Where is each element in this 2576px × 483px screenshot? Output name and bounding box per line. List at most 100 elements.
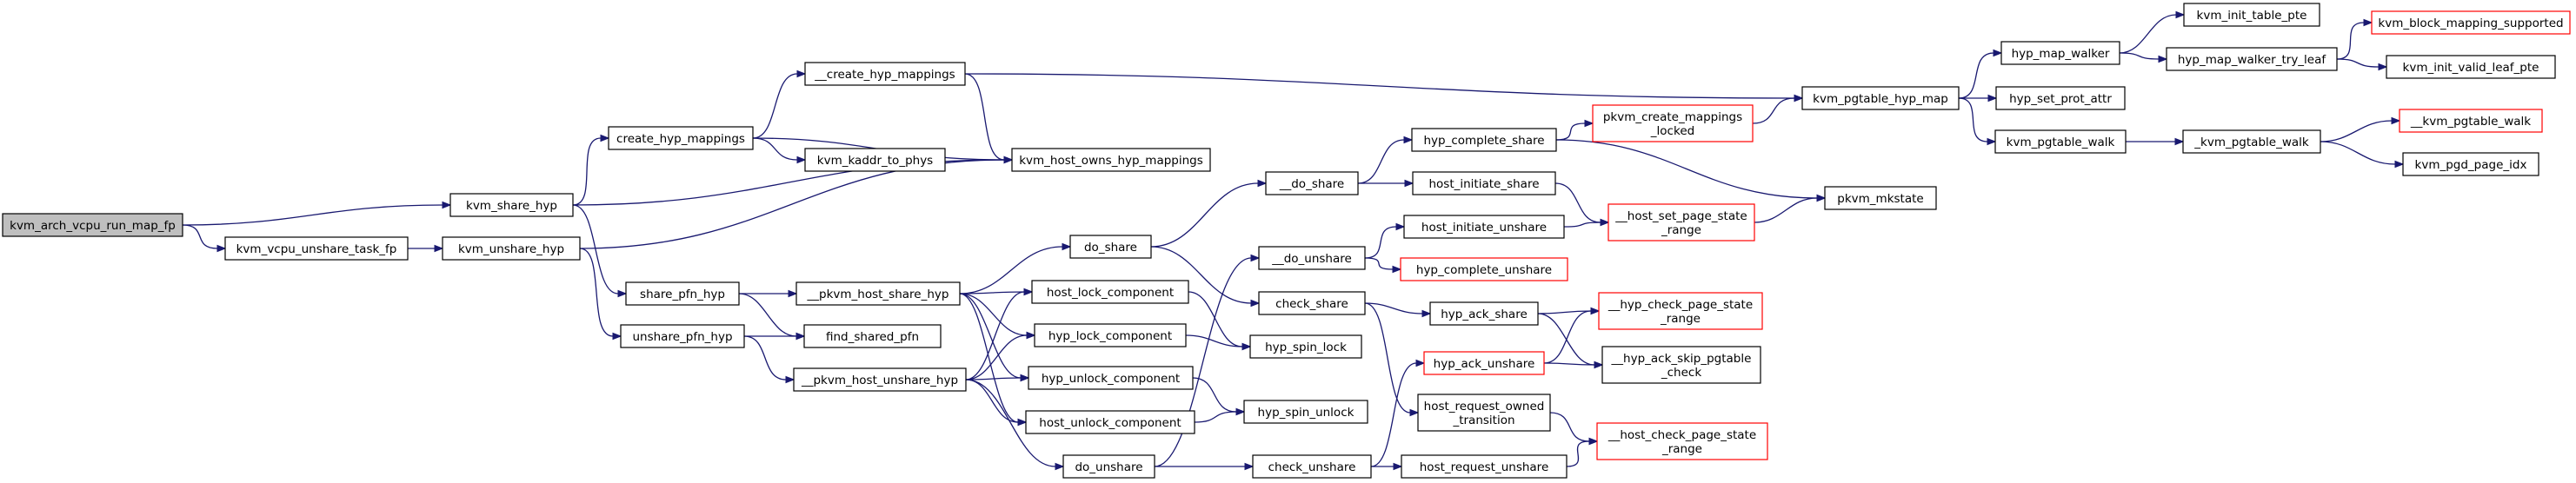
node-label: host_initiate_share [1428, 177, 1539, 191]
node-create-hyp-mappings[interactable]: create_hyp_mappings [608, 126, 754, 150]
node-hyp-set-prot-attr[interactable]: hyp_set_prot_attr [1995, 86, 2126, 110]
node-label: kvm_pgtable_hyp_map [1813, 92, 1948, 106]
edge-line [1754, 197, 1818, 223]
node-box [1258, 246, 1366, 270]
edge-line [1185, 334, 1243, 347]
node-host-initiate-unshare[interactable]: host_initiate_unshare [1403, 215, 1565, 239]
edge-line [2336, 22, 2365, 60]
edge-line [1554, 182, 1601, 223]
node-check-unshare[interactable]: check_unshare [1252, 454, 1372, 479]
node-label: host_initiate_unshare [1421, 221, 1547, 235]
node-box [2371, 10, 2571, 35]
node-do-share[interactable]: do_share [1069, 235, 1152, 259]
node-pkvm-mkstate[interactable]: pkvm_mkstate [1824, 186, 1937, 210]
node-box [1265, 171, 1359, 195]
node-root[interactable]: kvm_arch_vcpu_run_map_fp [2, 213, 183, 237]
node-box [1423, 351, 1545, 375]
edge-arrowhead [1020, 374, 1030, 382]
edge-line [1752, 97, 1795, 124]
node-check-share[interactable]: check_share [1258, 291, 1366, 315]
edge-hyp-complete-share-to-pkvm-create-mappings-locked [1555, 119, 1594, 141]
node-kvm-host-owns-hyp-mappings[interactable]: kvm_host_owns_hyp_mappings [1011, 148, 1211, 172]
node-host-lock-component[interactable]: host_lock_component [1031, 280, 1189, 304]
node-host-request-unshare[interactable]: host_request_unshare [1401, 454, 1568, 479]
node-label: kvm_pgd_page_idx [2415, 158, 2527, 172]
node-hyp-complete-share[interactable]: hyp_complete_share [1411, 128, 1557, 152]
node-kvm-init-valid-leaf-pte[interactable]: kvm_init_valid_leaf_pte [2386, 55, 2556, 79]
node-pkvm-create-mappings-locked[interactable]: pkvm_create_mappings_locked [1592, 104, 1754, 142]
node-box [608, 126, 754, 150]
node-host-request-owned-transition[interactable]: host_request_owned_transition [1417, 394, 1551, 432]
node-hyp-spin-unlock[interactable]: hyp_spin_unlock [1243, 400, 1368, 424]
node-label: hyp_map_walker [2012, 47, 2110, 61]
node-kvm-share-hyp[interactable]: kvm_share_hyp [449, 193, 574, 217]
node-label: hyp_spin_unlock [1258, 406, 1355, 420]
node-label: __create_hyp_mappings [814, 68, 955, 82]
edge-hyp-map-walker-try-leaf-to-kvm-init-valid-leaf-pte [2336, 58, 2388, 71]
node-kvm-pgtable-walk[interactable]: kvm_pgtable_walk [1994, 129, 2127, 154]
edge-arrowhead [1055, 462, 1065, 471]
edge-kvm-share-hyp-to-create-hyp-mappings [572, 134, 610, 206]
node-host-set-page-state-range[interactable]: __host_set_page_state_range [1608, 203, 1755, 242]
edge-line [959, 293, 1022, 379]
edge-line [959, 293, 1028, 336]
edge-kvm-share-hyp-to-share-pfn-hyp [572, 204, 628, 298]
edge-arrowhead [1023, 288, 1034, 296]
edge-line [964, 73, 1795, 99]
node-hyp-lock-component[interactable]: hyp_lock_component [1034, 323, 1187, 347]
edge-do-share-to-check-share [1150, 246, 1261, 308]
node-box [1596, 422, 1768, 460]
node-kvm-init-table-pte[interactable]: kvm_init_table_pte [2183, 3, 2320, 27]
node-label: __pkvm_host_share_hyp [807, 288, 949, 301]
node-label: pkvm_create_mappings [1603, 110, 1742, 124]
edge-line [1357, 139, 1405, 184]
node-kvm-kaddr-to-phys[interactable]: kvm_kaddr_to_phys [804, 148, 946, 172]
node-label: _locked [1650, 124, 1694, 138]
node-kvm-pgd-page-idx[interactable]: kvm_pgd_page_idx [2402, 152, 2539, 176]
node-pkvm-host-unshare-hyp[interactable]: __pkvm_host_unshare_hyp [793, 367, 967, 392]
node-kvm-pgtable-walk[interactable]: __kvm_pgtable_walk [2399, 109, 2543, 133]
node-create-hyp-mappings[interactable]: __create_hyp_mappings [804, 62, 966, 86]
node-host-unlock-component[interactable]: host_unlock_component [1025, 410, 1195, 434]
node-unshare-pfn-hyp[interactable]: unshare_pfn_hyp [620, 324, 745, 348]
edge-line [1563, 222, 1601, 228]
edge-arrowhead [1257, 179, 1268, 188]
node-hyp-complete-unshare[interactable]: hyp_complete_unshare [1400, 257, 1568, 281]
node-box [1592, 104, 1754, 142]
node-box [1031, 280, 1189, 304]
edge-arrowhead [785, 375, 795, 384]
edge-kvm-unshare-hyp-to-unshare-pfn-hyp [579, 248, 622, 341]
node-hyp-map-walker[interactable]: hyp_map_walker [2000, 41, 2120, 65]
node-box [1403, 215, 1565, 239]
node-share-pfn-hyp[interactable]: share_pfn_hyp [625, 281, 740, 306]
node-kvm-unshare-hyp[interactable]: kvm_unshare_hyp [442, 236, 581, 261]
node-kvm-block-mapping-supported[interactable]: kvm_block_mapping_supported [2371, 10, 2571, 35]
edge-arrowhead [796, 155, 807, 164]
node-hyp-check-page-state-range[interactable]: __hyp_check_page_state_range [1598, 292, 1763, 330]
node-box [449, 193, 574, 217]
node-host-initiate-share[interactable]: host_initiate_share [1412, 171, 1556, 195]
edge-host-request-unshare-to-host-check-page-state-range [1566, 437, 1599, 467]
node-kvm-pgtable-hyp-map[interactable]: kvm_pgtable_hyp_map [1801, 86, 1960, 110]
node-label: pkvm_mkstate [1837, 192, 1923, 206]
node-hyp-unlock-component[interactable]: hyp_unlock_component [1028, 366, 1194, 390]
node-label: find_shared_pfn [826, 330, 919, 344]
node-do-share[interactable]: __do_share [1265, 171, 1359, 195]
edge-arrowhead [1395, 222, 1406, 231]
node-box [2183, 3, 2320, 27]
node-find-shared-pfn[interactable]: find_shared_pfn [803, 324, 942, 348]
node-hyp-ack-unshare[interactable]: hyp_ack_unshare [1423, 351, 1545, 375]
node-kvm-pgtable-walk[interactable]: _kvm_pgtable_walk [2182, 129, 2321, 154]
node-host-check-page-state-range[interactable]: __host_check_page_state_range [1596, 422, 1768, 460]
node-hyp-ack-share[interactable]: hyp_ack_share [1429, 301, 1539, 326]
edge-root-to-kvm-vcpu-unshare-task-fp [182, 224, 227, 253]
edge-check-share-to-hyp-ack-share [1364, 302, 1432, 318]
node-do-unshare[interactable]: do_unshare [1062, 454, 1155, 479]
node-hyp-spin-lock[interactable]: hyp_spin_lock [1249, 334, 1362, 359]
node-do-unshare[interactable]: __do_unshare [1258, 246, 1366, 270]
node-hyp-map-walker-try-leaf[interactable]: hyp_map_walker_try_leaf [2166, 47, 2338, 71]
node-kvm-vcpu-unshare-task-fp[interactable]: kvm_vcpu_unshare_task_fp [224, 236, 409, 261]
node-pkvm-host-share-hyp[interactable]: __pkvm_host_share_hyp [795, 281, 961, 306]
node-hyp-ack-skip-pgtable-check[interactable]: __hyp_ack_skip_pgtable_check [1601, 346, 1761, 384]
node-label: hyp_ack_share [1441, 308, 1528, 321]
